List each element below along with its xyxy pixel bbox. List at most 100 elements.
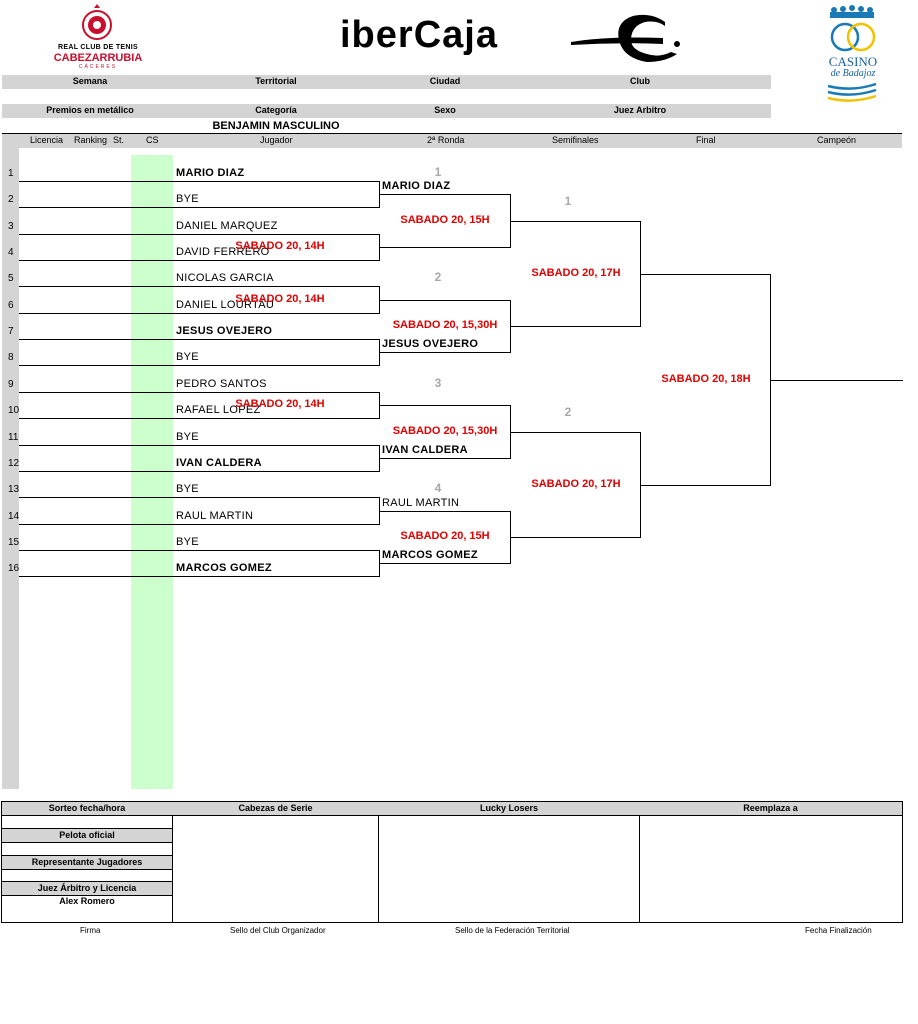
player-name: BYE [176, 536, 199, 548]
row-number: 4 [8, 247, 14, 258]
r1-match-time: SABADO 20, 14H [235, 398, 325, 410]
row-number: 10 [8, 405, 20, 416]
draw-date-label: Sorteo fecha/hora [2, 802, 172, 815]
column-header-row [2, 133, 902, 148]
row-number: 13 [8, 484, 20, 495]
row-number: 12 [8, 458, 20, 469]
sponsor-e-icon [571, 14, 680, 62]
header-info-bar-2 [2, 104, 771, 118]
header-label-category: Categoría [255, 105, 297, 115]
header-label-week: Semana [72, 76, 108, 86]
player-line [19, 392, 380, 393]
lucky-losers-label: Lucky Losers [379, 802, 639, 815]
player-line [19, 365, 380, 366]
col-license: Licencia [30, 135, 64, 145]
r2-line [379, 300, 510, 301]
player-name: DANIEL MARQUEZ [176, 220, 278, 232]
r1-match-time: SABADO 20, 14H [235, 293, 325, 305]
r2-player-name: IVAN CALDERA [382, 444, 468, 456]
r2-match-time: SABADO 20, 15H [400, 530, 490, 542]
row-number: 6 [8, 300, 14, 311]
player-name: PEDRO SANTOS [176, 378, 267, 390]
col-semifinals: Semifinales [552, 135, 599, 145]
player-line [19, 497, 380, 498]
footer-signature: Firma [80, 926, 101, 935]
sf-line [510, 326, 641, 327]
player-line [19, 260, 380, 261]
col-player: Jugador [260, 135, 293, 145]
player-line [19, 445, 380, 446]
col-final: Final [696, 135, 716, 145]
header-label-sex: Sexo [434, 105, 456, 115]
player-name: BYE [176, 483, 199, 495]
sponsor-logo: iberCaja [335, 12, 695, 68]
player-name: RAUL MARTIN [176, 510, 254, 522]
player-line [19, 339, 380, 340]
row-number: 7 [8, 326, 14, 337]
r2-match-time: SABADO 20, 15,30H [392, 425, 498, 437]
sf-line [510, 432, 641, 433]
player-line [19, 576, 380, 577]
row-number: 1 [8, 168, 14, 179]
row-number: 8 [8, 352, 14, 363]
r2-line [379, 458, 510, 459]
col-champion: Campeón [817, 135, 857, 145]
row-number: 5 [8, 273, 14, 284]
final-match-time: SABADO 20, 18H [661, 373, 751, 385]
row-number: 3 [8, 221, 14, 232]
player-line [19, 234, 380, 235]
player-name: RAFAEL LOPEZ [176, 404, 261, 416]
player-line [19, 207, 380, 208]
col-st: St. [113, 135, 125, 145]
club-name-line1: REAL CLUB DE TENIS [58, 44, 138, 51]
bottom-divider-2 [378, 801, 379, 922]
referee-name: Alex Romero [59, 896, 115, 906]
r2-match-number: 3 [434, 376, 442, 390]
club-name-line2: CABEZARRUBIA [53, 52, 143, 64]
seed-column-strip [131, 155, 173, 789]
sf-line [510, 221, 641, 222]
player-line [19, 418, 380, 419]
player-line [19, 286, 380, 287]
r2-match-number: 2 [434, 270, 442, 284]
r2-line [379, 194, 510, 195]
row-number: 2 [8, 194, 14, 205]
sf-match-number: 2 [564, 405, 572, 419]
col-ranking: Ranking [74, 135, 108, 145]
final-line [640, 274, 771, 275]
club-name-line3: CÁCERES [78, 64, 118, 70]
sf-match-time: SABADO 20, 17H [531, 267, 621, 279]
club-logo: REAL CLUB DE TENIS CABEZARRUBIA CÁCERES [40, 2, 156, 70]
r1-match-time: SABADO 20, 14H [235, 240, 325, 252]
r2-line [379, 405, 510, 406]
header-label-prize: Premios en metálico [46, 105, 134, 115]
player-name: IVAN CALDERA [176, 457, 262, 469]
player-name: BYE [176, 351, 199, 363]
r2-match-number: 4 [434, 481, 442, 495]
casino-rings-icon [830, 22, 876, 52]
sf-line [510, 537, 641, 538]
r2-player-name: MARIO DIAZ [382, 180, 451, 192]
r2-player-name: MARCOS GOMEZ [382, 549, 478, 561]
r2-match-number: 1 [434, 165, 442, 179]
bottom-divider-3 [639, 801, 640, 922]
row-number: 14 [8, 511, 20, 522]
player-rep-label: Representante Jugadores [2, 855, 172, 870]
player-line [19, 313, 380, 314]
player-name: JESUS OVEJERO [176, 325, 273, 337]
sf-match-number: 1 [564, 194, 572, 208]
r2-match-time: SABADO 20, 15H [400, 214, 490, 226]
player-line [19, 524, 380, 525]
official-ball-label: Pelota oficial [2, 828, 172, 843]
header-label-city: Ciudad [429, 76, 461, 86]
r2-line [379, 352, 510, 353]
referee-license-label: Juez Árbitro y Licencia [2, 881, 172, 896]
r2-line [379, 247, 510, 248]
casino-crown-icon [830, 5, 874, 18]
r2-line [379, 511, 510, 512]
player-name: MARIO DIAZ [176, 167, 245, 179]
row-number: 15 [8, 537, 20, 548]
player-name: NICOLAS GARCIA [176, 272, 274, 284]
header-label-referee: Juez Arbitro [613, 105, 667, 115]
bottom-divider-1 [172, 801, 173, 922]
